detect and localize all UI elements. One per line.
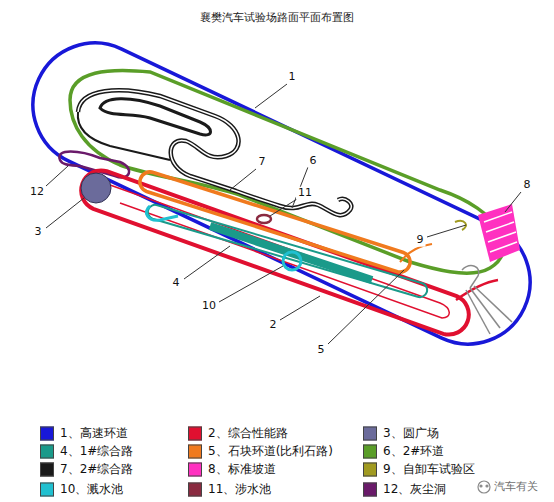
legend-text: 6、2#环道 bbox=[383, 443, 444, 460]
legend-entry: 3、圆广场 bbox=[363, 425, 439, 442]
legend-text: 4、1#综合路 bbox=[60, 443, 133, 460]
legend-swatch bbox=[188, 426, 202, 440]
legend-swatch bbox=[40, 462, 54, 476]
legend-swatch bbox=[188, 462, 202, 476]
leader-lines bbox=[46, 84, 521, 344]
legend-text: 7、2#综合路 bbox=[60, 461, 133, 478]
legend-swatch bbox=[40, 482, 54, 496]
legend-entry: 5、石块环道(比利石路) bbox=[188, 443, 333, 460]
legend-entry: 4、1#综合路 bbox=[40, 443, 133, 460]
legend-text: 5、石块环道(比利石路) bbox=[208, 443, 333, 460]
legend-text: 9、自卸车试验区 bbox=[383, 461, 475, 478]
legend-entry: 7、2#综合路 bbox=[40, 461, 133, 478]
legend-text: 8、标准坡道 bbox=[208, 461, 276, 478]
legend-entry: 9、自卸车试验区 bbox=[363, 461, 475, 478]
legend-entry: 11、涉水池 bbox=[188, 481, 271, 498]
callout-number: 7 bbox=[257, 156, 268, 169]
legend-entry: 8、标准坡道 bbox=[188, 461, 276, 478]
callout-number: 11 bbox=[296, 187, 314, 200]
callout-number: 9 bbox=[415, 234, 426, 247]
legend-swatch bbox=[363, 444, 377, 458]
callout-number: 8 bbox=[522, 179, 533, 192]
callout-number: 2 bbox=[268, 319, 279, 332]
legend-text: 3、圆广场 bbox=[383, 425, 439, 442]
callout-number: 4 bbox=[171, 277, 182, 290]
callout-number: 6 bbox=[308, 155, 319, 168]
legend-text: 11、涉水池 bbox=[208, 481, 271, 498]
legend-entry: 12、灰尘洞 bbox=[363, 481, 446, 498]
legend-text: 10、溅水池 bbox=[60, 481, 123, 498]
wading-pool bbox=[257, 215, 271, 223]
legend-swatch bbox=[363, 462, 377, 476]
legend-swatch bbox=[363, 426, 377, 440]
composite-road-2 bbox=[78, 90, 352, 215]
legend-text: 12、灰尘洞 bbox=[383, 481, 446, 498]
splash-pool bbox=[146, 206, 301, 270]
legend-entry: 2、综合性能路 bbox=[188, 425, 288, 442]
watermark-icon bbox=[478, 481, 490, 493]
legend-entry: 1、高速环道 bbox=[40, 425, 128, 442]
legend-text: 1、高速环道 bbox=[60, 425, 128, 442]
round-plaza bbox=[81, 173, 111, 203]
legend-swatch bbox=[40, 426, 54, 440]
legend-swatch bbox=[188, 482, 202, 496]
callout-number: 5 bbox=[316, 344, 327, 357]
callout-number: 1 bbox=[287, 71, 298, 84]
access-roads bbox=[462, 266, 512, 334]
high-speed-ring bbox=[33, 43, 530, 344]
legend-swatch bbox=[40, 444, 54, 458]
watermark: 汽车有关 bbox=[494, 481, 538, 494]
legend-swatch bbox=[363, 482, 377, 496]
standard-slope bbox=[478, 204, 520, 262]
performance-road bbox=[81, 170, 498, 334]
callout-number: 3 bbox=[33, 226, 44, 239]
composite-road-1 bbox=[148, 205, 427, 297]
legend-entry: 10、溅水池 bbox=[40, 481, 123, 498]
legend-text: 2、综合性能路 bbox=[208, 425, 288, 442]
callout-number: 10 bbox=[200, 300, 218, 313]
legend-swatch bbox=[188, 444, 202, 458]
legend-entry: 6、2#环道 bbox=[363, 443, 444, 460]
map-title: 襄樊汽车试验场路面平面布置图 bbox=[200, 12, 354, 25]
callout-number: 12 bbox=[28, 186, 46, 199]
